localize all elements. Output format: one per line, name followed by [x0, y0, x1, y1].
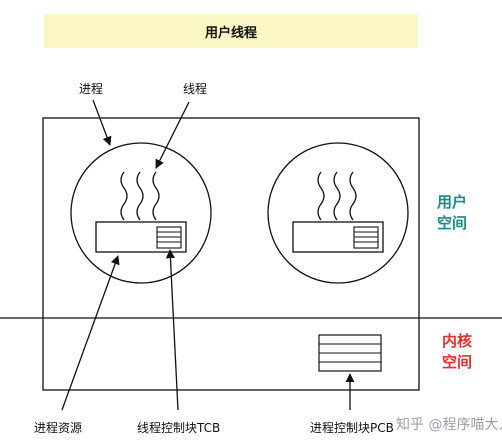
process-2: [267, 142, 409, 284]
label-tcb: 线程控制块TCB: [137, 421, 221, 435]
arrow-tcb: [165, 249, 179, 411]
address-space-box: [42, 117, 420, 391]
thread-squiggle: [136, 171, 144, 221]
label-thread: 线程: [183, 82, 208, 96]
arrow-process-resources: [61, 255, 120, 411]
process-circle: [70, 142, 212, 284]
thread-squiggle: [152, 171, 160, 221]
thread-squiggle: [333, 171, 341, 221]
process-resources-box: [95, 221, 187, 253]
label-pcb: 进程控制块PCB: [310, 421, 394, 435]
pcb-block: [318, 334, 382, 372]
watermark-text: 知乎 @程序喵大人: [396, 417, 502, 433]
process-circle: [267, 142, 409, 284]
process-1: [70, 142, 212, 284]
user-space-label: 用户 空间: [437, 192, 467, 234]
user-space-line2: 空间: [437, 214, 468, 232]
label-process-resources: 进程资源: [34, 421, 83, 435]
thread-squiggle: [317, 171, 325, 221]
kernel-space-line1: 内核: [442, 332, 473, 350]
tcb-block: [156, 226, 182, 249]
kernel-space-label: 内核 空间: [442, 331, 472, 373]
user-space-line1: 用户: [437, 193, 468, 211]
kernel-space-line2: 空间: [442, 353, 473, 371]
title-banner: 用户线程: [44, 14, 418, 48]
tcb-block: [353, 226, 379, 249]
arrow-process: [92, 99, 112, 146]
thread-squiggle: [349, 171, 357, 221]
diagram-title: 用户线程: [204, 25, 257, 41]
process-resources-box: [292, 221, 384, 253]
thread-squiggle: [120, 171, 128, 221]
arrow-thread: [155, 101, 190, 169]
label-process: 进程: [79, 82, 104, 96]
